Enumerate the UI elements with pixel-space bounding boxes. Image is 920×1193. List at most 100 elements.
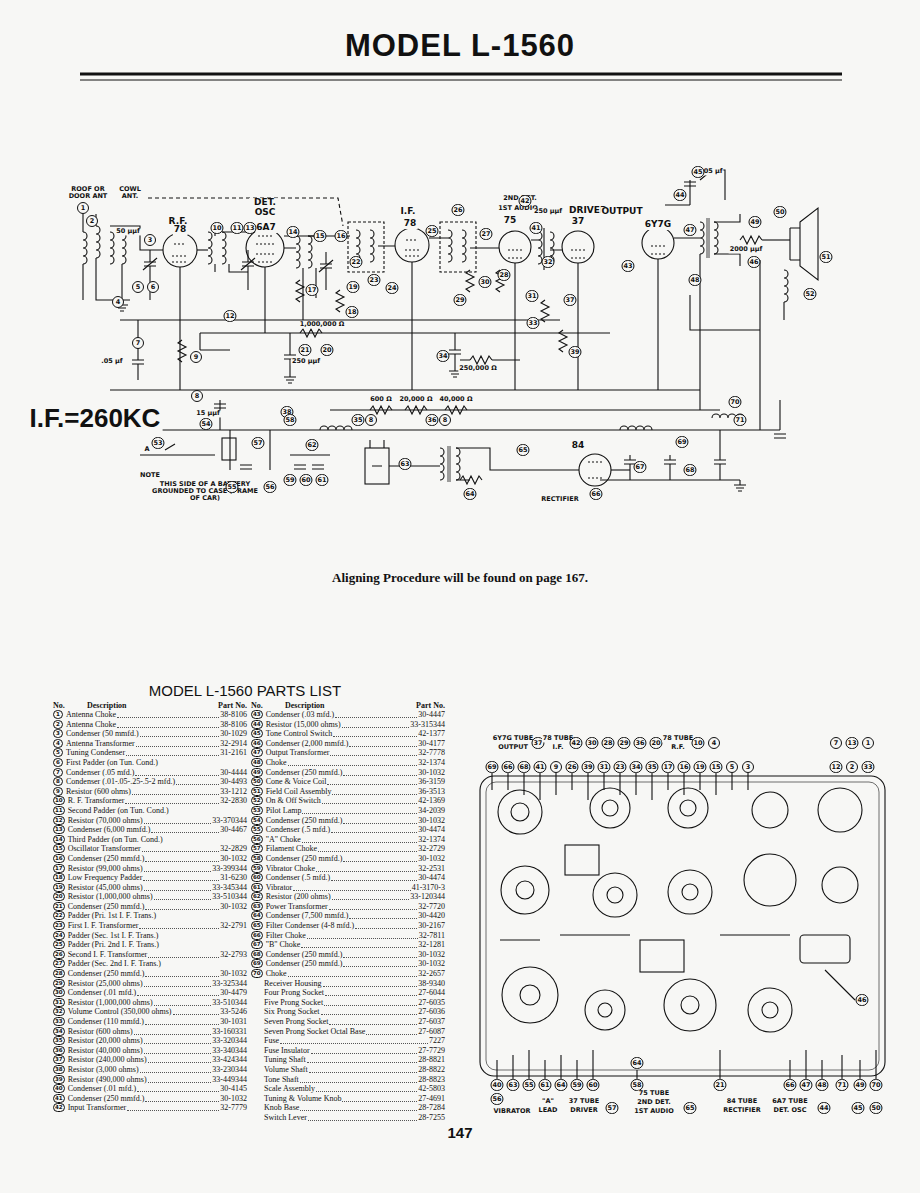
callout-number: 61 [538, 1079, 551, 1091]
parts-row: 26Second I. F. Transformer32-2793 [53, 950, 247, 960]
part-catalog-number: 27-6087 [418, 1027, 445, 1037]
part-description: Volume Shaft [264, 1065, 308, 1075]
callout-number: 8 [439, 414, 451, 426]
dot-leader [327, 777, 417, 785]
part-catalog-number: 33-5246 [220, 1007, 247, 1017]
part-description: Filter Condenser (4-8 mfd.) [266, 921, 354, 931]
part-number-circle: 2 [53, 720, 63, 729]
part-description: Padder (Pri. 2nd I. F. Trans.) [68, 940, 159, 950]
callout-number: 35 [351, 414, 364, 426]
callout-number: 45 [851, 1102, 864, 1114]
dot-leader [332, 892, 410, 900]
callout-number: 44 [817, 1102, 830, 1114]
part-catalog-number: 32-2793 [220, 950, 247, 960]
schematic-label: THIS SIDE OF A BATTERY GROUNDED TO CASE … [149, 481, 261, 502]
part-description: Condenser (.01-.05-.25-.5-2 mfd.) [66, 777, 175, 787]
part-number-circle: 18 [53, 873, 65, 882]
part-catalog-number: 30-1032 [418, 768, 445, 778]
callout-number: 41 [529, 222, 542, 234]
dot-leader [173, 1007, 220, 1015]
callout-number: 9 [190, 351, 202, 363]
callout-number: 21 [713, 1079, 726, 1091]
part-description: Tuning Condenser [66, 748, 125, 758]
callout-number: 25 [425, 225, 438, 237]
callout-number: 67 [633, 461, 646, 473]
callout-number: 66 [589, 488, 602, 500]
part-description: Antenna Transformer [66, 739, 135, 749]
parts-row: Scale Assembly42-5803 [251, 1084, 445, 1094]
part-description: Resistor (3,000 ohms) [68, 1065, 139, 1075]
part-description: Field Coil Assembly [266, 787, 332, 797]
part-number-circle: 9 [53, 787, 63, 796]
part-number-circle: 17 [53, 864, 65, 873]
part-catalog-number: 27-7729 [418, 1046, 445, 1056]
callout-number: 17 [305, 284, 318, 296]
part-catalog-number: 30-1032 [418, 959, 445, 969]
column-heading: No. [251, 701, 275, 710]
schematic-label: RECTIFIER [540, 496, 579, 503]
callout-number: 68 [517, 761, 530, 773]
parts-row: Switch Lever28-7255 [251, 1113, 445, 1123]
part-description: Condenser (250 mmfd.) [266, 854, 343, 864]
part-catalog-number: 32-2657 [418, 969, 445, 979]
callout-number: 18 [345, 306, 358, 318]
part-catalog-number: 30-1032 [418, 950, 445, 960]
parts-row: Volume Shaft28-8822 [251, 1065, 445, 1075]
callout-number: 10 [691, 737, 704, 749]
callout-number: 10 [210, 222, 223, 234]
parts-row: Knob Base28-7284 [251, 1103, 445, 1113]
callout-number: 49 [748, 216, 761, 228]
dot-leader [144, 1036, 212, 1044]
schematic-label: 1,000,000 Ω [299, 321, 345, 328]
callout-number: 1 [862, 737, 874, 749]
part-catalog-number: 30-4467 [220, 825, 247, 835]
part-catalog-number: 30-4177 [418, 739, 445, 749]
part-catalog-number: 30-1029 [220, 729, 247, 739]
part-number-circle: 13 [53, 825, 65, 834]
part-catalog-number: 42-1369 [418, 796, 445, 806]
schematic-label: 50 µµf [115, 228, 141, 235]
part-description: Condenser (2,000 mmfd.) [266, 739, 349, 749]
callout-number: 37 [563, 294, 576, 306]
tube-label: 37 [571, 217, 586, 227]
part-catalog-number: 32-2791 [220, 921, 247, 931]
part-number-circle: 43 [251, 710, 263, 719]
callout-number: 11 [230, 222, 243, 234]
parts-row: Receiver Housing38-9340 [251, 979, 445, 989]
dot-leader [330, 748, 417, 756]
parts-row: 55Condenser (.5 mfd.)30-4474 [251, 825, 445, 835]
callout-number: 64 [463, 488, 476, 500]
column-heading: No. [53, 701, 77, 710]
part-number-circle: 63 [251, 902, 263, 911]
schematic-label: VIBRATOR [493, 1108, 532, 1115]
callout-number: 23 [367, 274, 380, 286]
parts-row: 64Condenser (7,500 mmfd.)30-4420 [251, 911, 445, 921]
part-number-circle: 3 [53, 729, 63, 738]
part-number-circle: 8 [53, 777, 63, 786]
part-description: Condenser (.05 mfd.) [66, 768, 134, 778]
dot-leader [135, 768, 219, 776]
dot-leader [132, 787, 219, 795]
tube-label: 6A7 [255, 223, 277, 233]
callout-number: 55 [225, 481, 238, 493]
parts-row: 43Condenser (.03 mfd.)30-4447 [251, 710, 445, 720]
part-number-circle: 67 [251, 940, 263, 949]
tube-label: I.F. [399, 207, 416, 217]
part-description: Condenser (6,000 mmfd.) [68, 825, 151, 835]
column-heading: Description [275, 701, 416, 710]
page-title: MODEL L-1560 [0, 28, 920, 64]
parts-row: 65Filter Condenser (4-8 mfd.)30-2167 [251, 921, 445, 931]
dot-leader [176, 777, 219, 785]
parts-row: Four Prong Socket27-6044 [251, 988, 445, 998]
part-description: Oscillator Transformer [68, 844, 141, 854]
dot-leader [324, 998, 417, 1006]
callout-number: 16 [677, 761, 690, 773]
callout-number: 36 [425, 414, 438, 426]
callout-number: 15 [313, 230, 326, 242]
schematic-label: 6Y7G TUBE [492, 735, 534, 742]
callout-number: 51 [819, 251, 832, 263]
callout-number: 31 [597, 761, 610, 773]
dot-leader [117, 720, 219, 728]
part-number-circle: 32 [53, 1007, 65, 1016]
part-catalog-number: 30-4474 [418, 873, 445, 883]
